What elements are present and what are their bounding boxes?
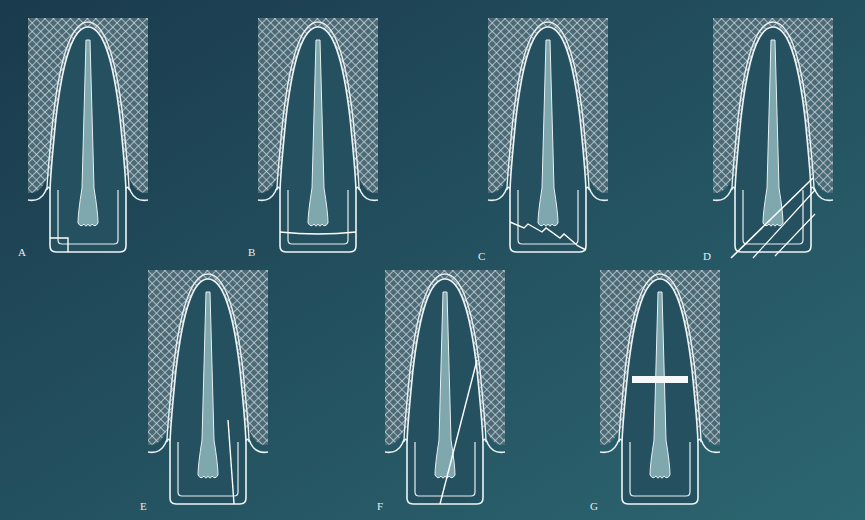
panel-letter: C [478,250,485,262]
tooth-drawing [488,18,608,252]
fracture-line [228,420,234,504]
tooth-drawing [148,270,268,504]
fracture-line [753,190,815,258]
panel-f [385,270,505,504]
fracture-line [731,178,813,258]
fracture-line [50,238,68,252]
tooth-drawing [28,18,148,252]
tooth-drawing [385,270,505,504]
tooth-drawing [258,18,378,252]
panel-c [488,18,608,252]
fracture-line [440,360,477,504]
panel-letter: F [377,500,383,512]
root-fracture [632,376,688,383]
panel-d [713,18,833,258]
panel-letter: E [140,500,147,512]
panel-letter: A [18,246,26,258]
panel-letter: B [248,246,255,258]
panel-a [28,18,148,252]
fracture-line [510,222,586,250]
panel-letter: G [590,500,598,512]
panel-b [258,18,378,252]
tooth-drawing [600,270,720,504]
fracture-line [280,232,356,234]
panel-e [148,270,268,504]
panel-g [600,270,720,504]
panel-letter: D [703,250,711,262]
